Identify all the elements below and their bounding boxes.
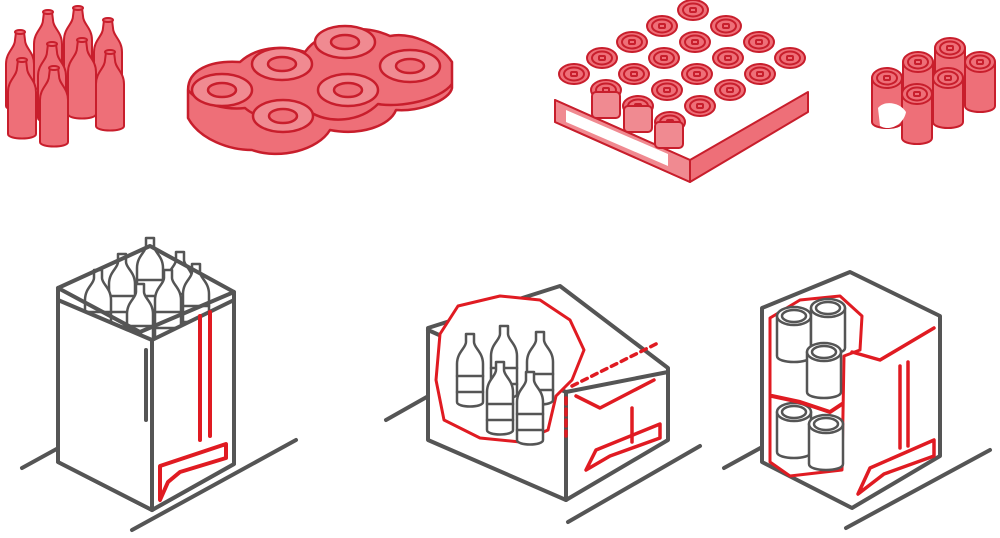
can-case-box-icon bbox=[722, 270, 992, 530]
bottle-case-box-icon bbox=[384, 284, 702, 524]
can-shrink-pack-icon bbox=[871, 37, 996, 145]
tall-wrapped-box-icon bbox=[20, 236, 298, 532]
bottle-cluster-icon bbox=[5, 5, 125, 148]
can-ring-carrier-icon bbox=[186, 24, 454, 156]
can-tray-icon bbox=[554, 0, 809, 183]
